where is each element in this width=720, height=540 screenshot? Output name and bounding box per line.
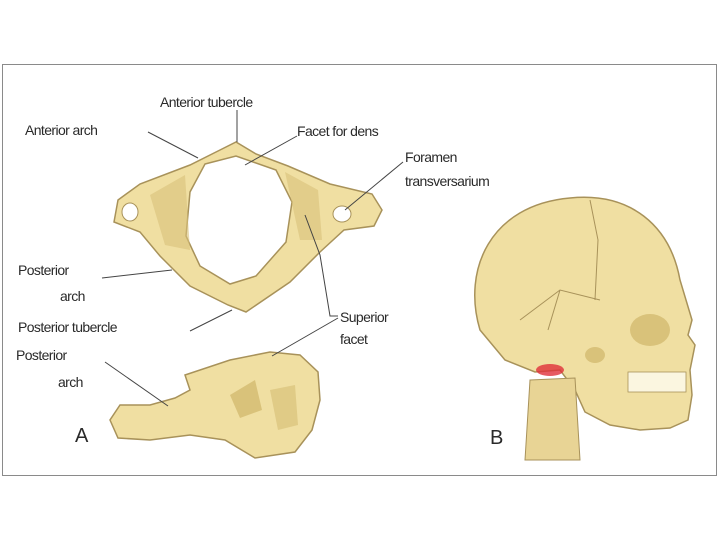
leader-lines — [101, 110, 404, 407]
label-foramen-line2: transversarium — [405, 173, 490, 189]
label-posterior-arch-1-line1: Posterior — [18, 262, 69, 278]
panel-label-b: B — [490, 427, 504, 449]
label-posterior-arch-2-line2: arch — [58, 374, 83, 390]
label-superior-facet-line1: Superior — [340, 309, 389, 325]
atlas-vertebra — [113, 141, 383, 313]
skull-lateral-view — [474, 196, 696, 461]
label-superior-facet-line2: facet — [340, 331, 368, 347]
label-posterior-tubercle: Posterior tubercle — [18, 319, 118, 335]
figure-frame — [2, 64, 717, 476]
label-posterior-arch-2-line1: Posterior — [16, 347, 67, 363]
label-posterior-arch-1-line2: arch — [60, 288, 85, 304]
panel-label-a: A — [75, 425, 89, 447]
label-anterior-arch: Anterior arch — [25, 122, 98, 138]
label-foramen-line1: Foramen — [405, 149, 457, 165]
atlas-lateral-view — [109, 351, 321, 459]
label-facet-for-dens: Facet for dens — [297, 123, 379, 139]
label-anterior-tubercle: Anterior tubercle — [160, 94, 253, 110]
